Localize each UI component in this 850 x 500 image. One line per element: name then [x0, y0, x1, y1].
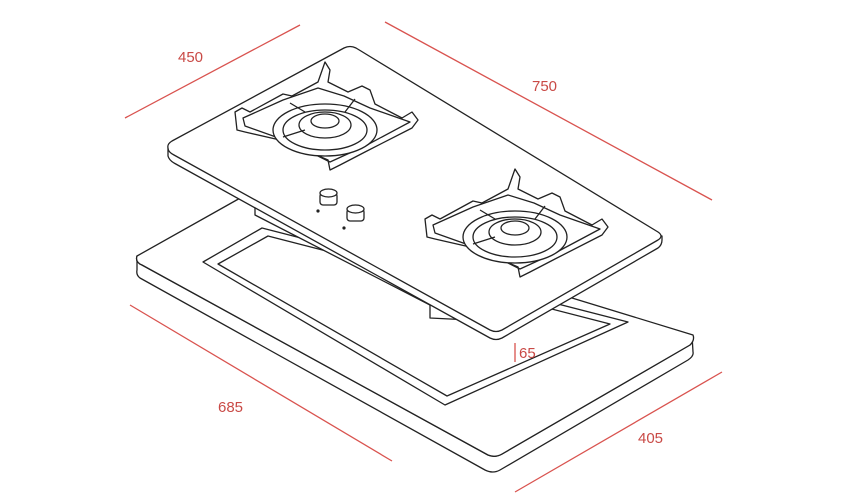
control-knob-1[interactable]	[316, 188, 338, 213]
dimension-label: 685	[218, 399, 243, 416]
dimension-label: 750	[532, 78, 557, 95]
cutout	[202, 227, 629, 406]
dimension-width-top: 750	[384, 21, 713, 201]
burner-right	[424, 168, 609, 278]
dimension-height: 65	[514, 343, 536, 362]
dimension-label: 405	[638, 430, 663, 447]
burner-left	[234, 61, 419, 171]
dimension-cutout-width: 685	[129, 304, 393, 462]
dimension-depth-top: 450	[124, 24, 301, 119]
dimension-cutout-depth: 405	[514, 371, 723, 493]
control-knob-2[interactable]	[342, 204, 365, 230]
dimension-label: 65	[519, 345, 536, 362]
dimension-label: 450	[178, 49, 203, 66]
countertop	[135, 196, 695, 473]
